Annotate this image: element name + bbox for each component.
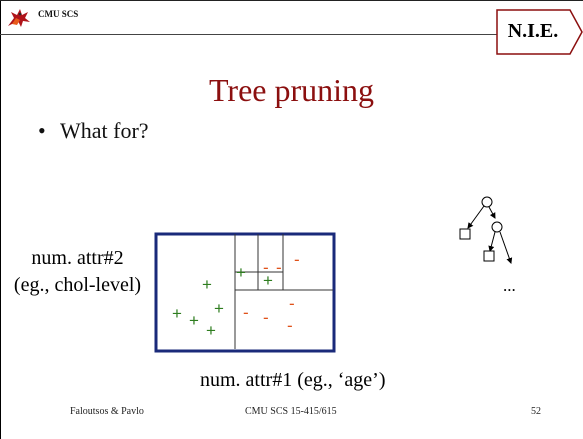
plot-frame: [154, 232, 336, 353]
minus-point: -: [263, 308, 269, 327]
dragon-logo-icon: [8, 9, 30, 27]
plus-point: +: [236, 263, 246, 282]
y-axis-label: num. attr#2 (eg., chol-level): [0, 245, 155, 299]
x-axis-label: num. attr#1 (eg., ‘age’): [200, 369, 386, 391]
nie-badge-icon: [496, 9, 583, 55]
slide-title: Tree pruning: [208, 72, 375, 108]
minus-point: -: [276, 258, 282, 277]
minus-point: -: [289, 294, 295, 313]
slide-top-border: [0, 0, 583, 1]
plus-point: +: [189, 311, 199, 330]
plus-point: +: [263, 271, 273, 290]
bullet-text: What for?: [60, 118, 149, 143]
minus-point: -: [287, 316, 293, 335]
plus-point: +: [172, 304, 182, 323]
minus-point: -: [243, 303, 249, 322]
slide-left-border: [0, 0, 1, 439]
nie-badge-label: N.I.E.: [507, 20, 559, 42]
plus-point: +: [202, 275, 212, 294]
plus-point: +: [206, 321, 216, 340]
footer-authors: Faloutsos & Pavlo: [70, 406, 144, 417]
org-label: CMU SCS: [38, 9, 79, 19]
footer-page-number: 52: [531, 406, 541, 417]
footer-course: CMU SCS 15-415/615: [245, 406, 337, 417]
bullet-item: • What for?: [38, 118, 149, 144]
header-divider: [0, 34, 500, 35]
partition-plot: + + + + + + + - - - - - - -: [154, 232, 336, 353]
y-axis-label-line2: (eg., chol-level): [13, 274, 142, 296]
minus-point: -: [294, 250, 300, 269]
tree-ellipsis: ...: [503, 276, 516, 295]
minus-point: -: [263, 258, 269, 277]
bullet-marker: •: [38, 118, 46, 143]
decision-tree-icon: [459, 196, 513, 264]
y-axis-label-line1: num. attr#2: [31, 247, 124, 269]
plus-point: +: [214, 299, 224, 318]
